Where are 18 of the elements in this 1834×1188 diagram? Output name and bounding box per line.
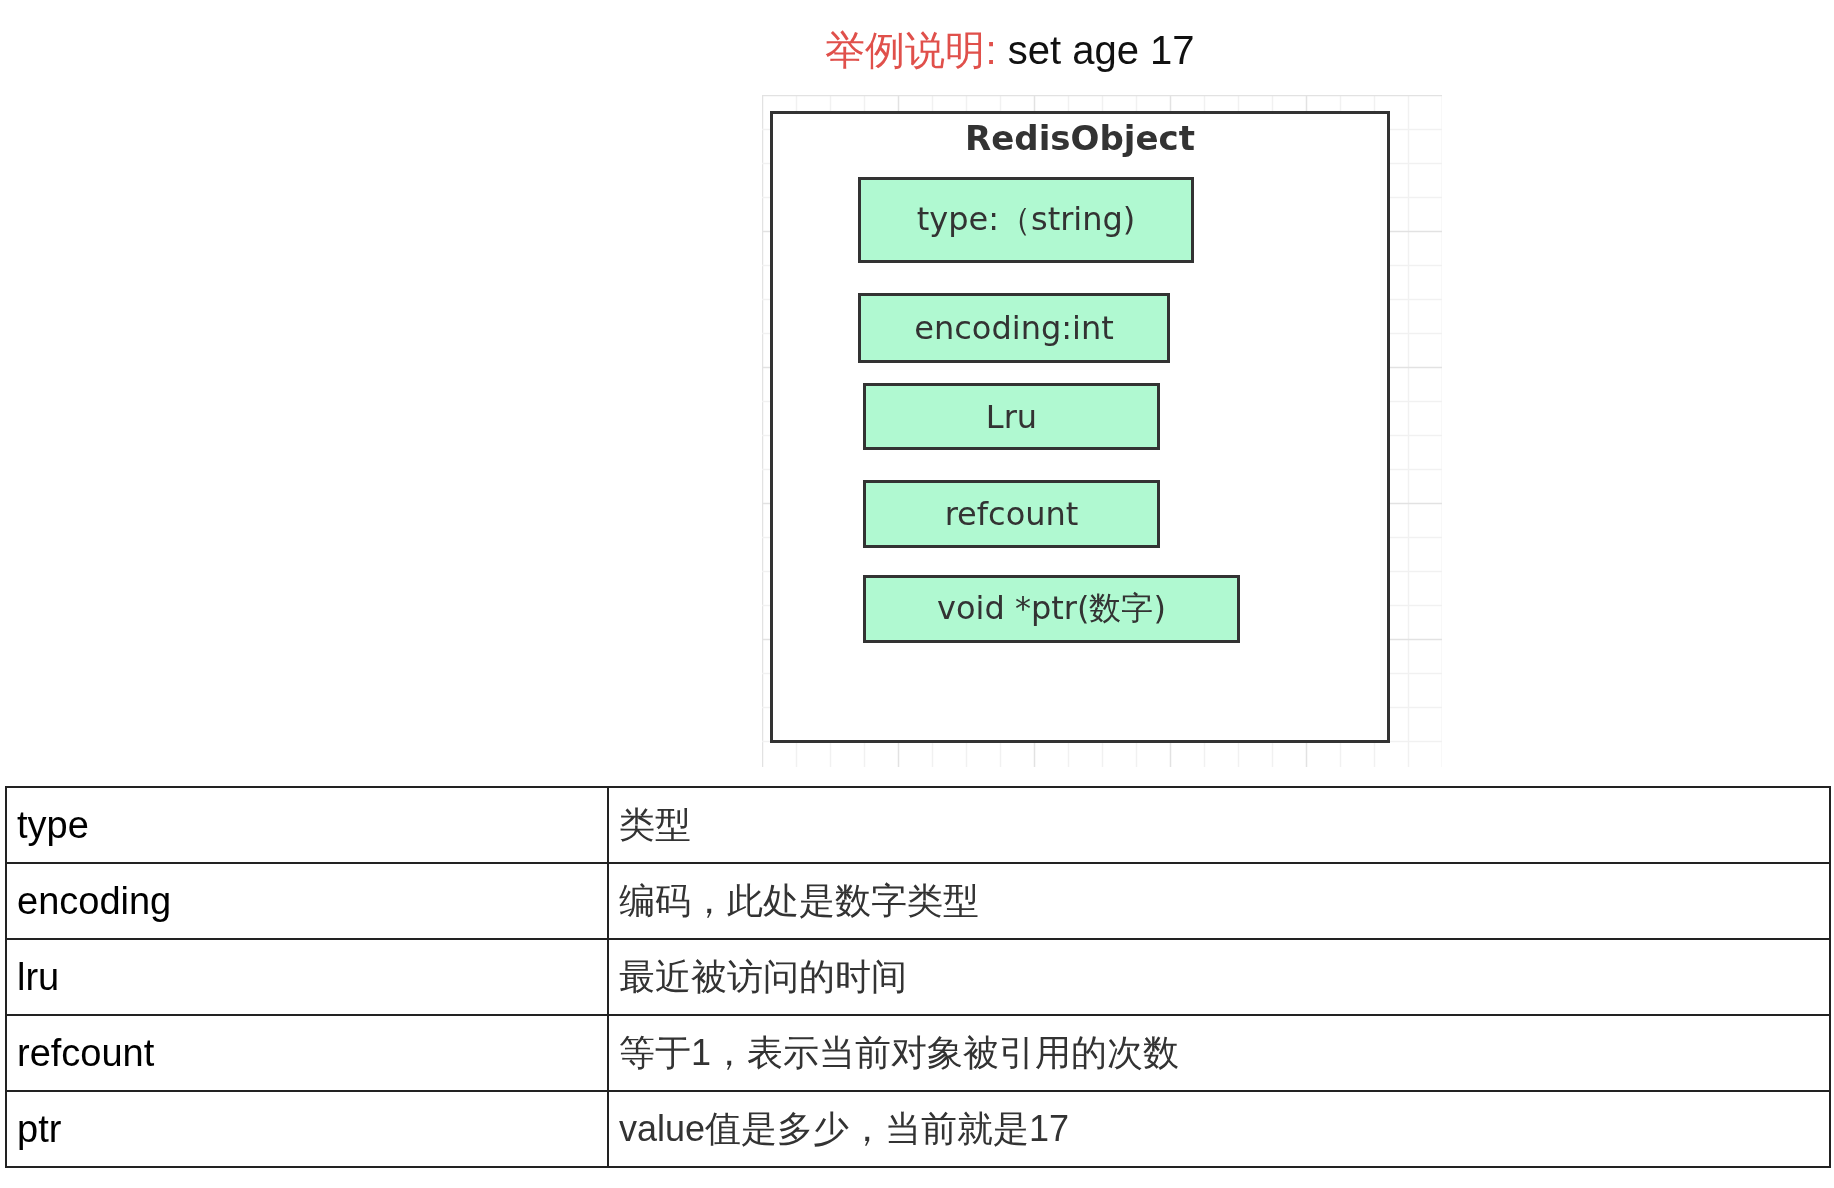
struct-field: Lru [863, 383, 1160, 450]
struct-box [770, 111, 1390, 743]
field-description: 等于1，表示当前对象被引用的次数 [608, 1015, 1830, 1091]
field-name: type [6, 787, 608, 863]
diagram-title: 举例说明: set age 17 [824, 27, 1196, 74]
struct-title: RedisObject [965, 117, 1195, 160]
struct-field: type:（string) [858, 177, 1194, 263]
field-name: ptr [6, 1091, 608, 1167]
field-description: 最近被访问的时间 [608, 939, 1830, 1015]
struct-field: encoding:int [858, 293, 1170, 363]
field-description: value值是多少，当前就是17 [608, 1091, 1830, 1167]
field-name: encoding [6, 863, 608, 939]
field-name: refcount [6, 1015, 608, 1091]
struct-field: void *ptr(数字) [863, 575, 1240, 643]
struct-field: refcount [863, 480, 1160, 548]
field-description: 类型 [608, 787, 1830, 863]
field-description: 编码，此处是数字类型 [608, 863, 1830, 939]
field-name: lru [6, 939, 608, 1015]
